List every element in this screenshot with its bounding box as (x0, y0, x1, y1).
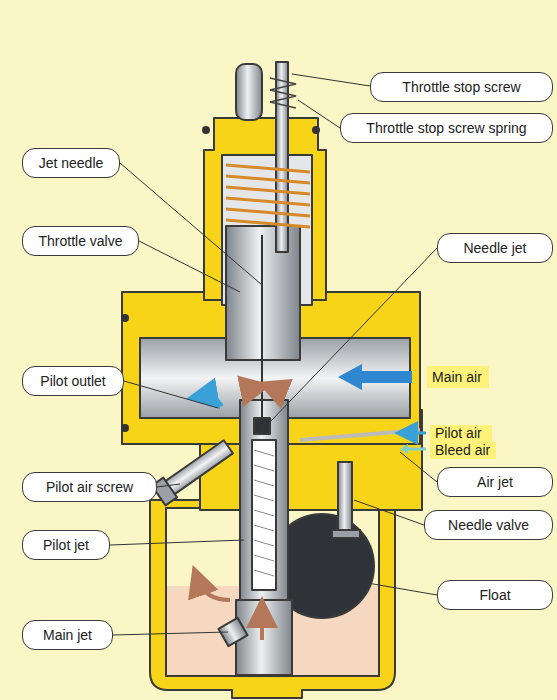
air-tag: Bleed air (430, 442, 496, 459)
callout-label: Jet needle (22, 148, 120, 178)
label-text: Main jet (43, 627, 92, 643)
callout-label: Throttle valve (22, 226, 139, 256)
label-text: Throttle stop screw spring (366, 120, 526, 136)
label-text: Needle valve (448, 517, 529, 533)
label-text: Float (479, 587, 510, 603)
callout-label: Needle valve (424, 510, 553, 540)
callout-label: Pilot outlet (22, 366, 124, 396)
label-text: Throttle valve (38, 233, 122, 249)
callout-label: Float (437, 580, 553, 610)
label-text: Main air (432, 369, 482, 385)
callout-label: Pilot jet (22, 530, 110, 560)
leader-lines (110, 74, 437, 635)
label-text: Pilot air (435, 425, 482, 441)
air-tag: Pilot air (430, 425, 492, 442)
label-text: Needle jet (463, 240, 526, 256)
callout-label: Main jet (22, 620, 113, 650)
callout-label: Throttle stop screw spring (340, 113, 553, 143)
label-text: Pilot jet (43, 537, 89, 553)
callout-label: Air jet (437, 467, 553, 497)
label-text: Bleed air (435, 442, 490, 458)
label-text: Air jet (477, 474, 513, 490)
label-text: Pilot air screw (46, 479, 133, 495)
callout-label: Throttle stop screw (370, 72, 553, 102)
label-text: Jet needle (39, 155, 104, 171)
label-text: Throttle stop screw (402, 79, 520, 95)
label-text: Pilot outlet (40, 373, 105, 389)
callout-label: Pilot air screw (22, 472, 157, 502)
callout-label: Needle jet (437, 233, 553, 263)
air-tag: Main air (427, 366, 489, 388)
